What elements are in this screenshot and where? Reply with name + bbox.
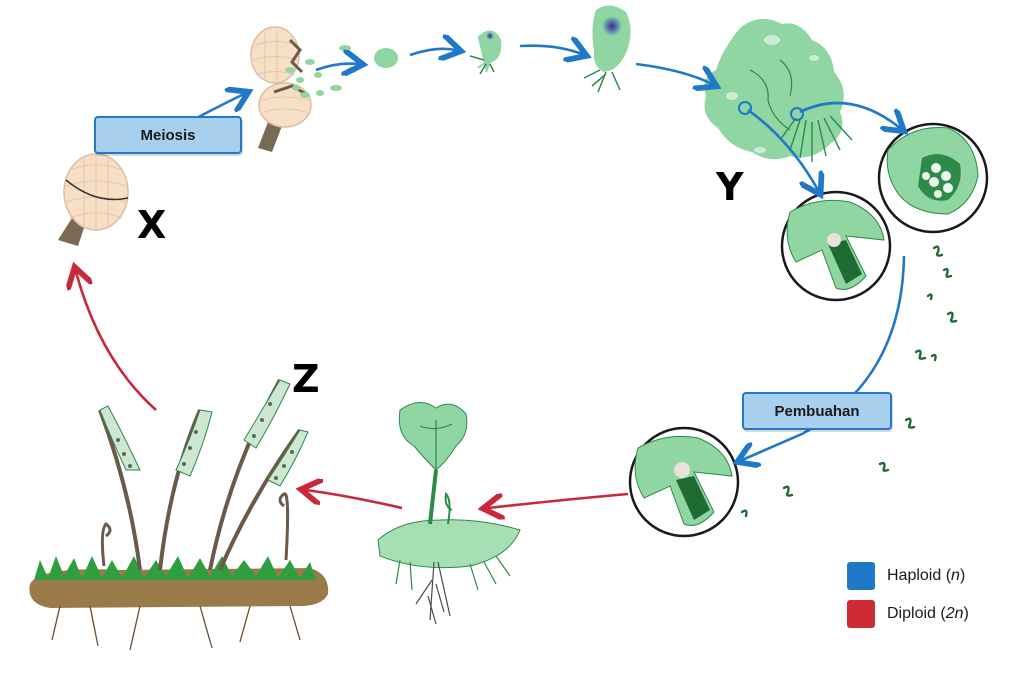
germinating-spore-icon — [469, 30, 502, 75]
label-y: Y — [716, 165, 744, 209]
spore-icon — [374, 48, 398, 68]
fertilization-magnified-icon — [628, 426, 740, 538]
diploid-arrows — [76, 272, 629, 508]
legend-diploid-label: Diploid (2n) — [887, 605, 969, 622]
legend-diploid-text: Diploid — [887, 605, 936, 622]
meiosis-label-text: Meiosis — [140, 126, 196, 144]
mature-sporophyte-icon — [29, 379, 329, 651]
meiosis-label: Meiosis — [94, 116, 242, 154]
mature-gametophyte-icon — [704, 18, 853, 162]
young-sporophyte-icon — [377, 402, 521, 625]
young-prothallus-icon — [583, 5, 631, 93]
legend-haploid-text: Haploid — [887, 567, 942, 584]
legend-diploid-symbol: 2n — [945, 605, 964, 622]
archegonium-magnified-icon — [780, 190, 892, 302]
legend-haploid-label: Haploid (n) — [887, 567, 966, 584]
legend-haploid-symbol: n — [951, 567, 960, 584]
sporangium-closed-icon — [58, 153, 129, 246]
fertilization-label-text: Pembuahan — [774, 402, 860, 420]
label-z: Z — [292, 357, 320, 401]
haploid-swatch — [847, 562, 875, 590]
antheridium-magnified-icon — [877, 122, 989, 234]
diploid-swatch — [847, 600, 875, 628]
fertilization-label: Pembuahan — [742, 392, 892, 430]
sperm-cells-icon — [740, 245, 958, 518]
label-x: X — [137, 203, 167, 247]
legend-haploid: Haploid (n) — [847, 562, 965, 590]
legend-diploid: Diploid (2n) — [847, 600, 969, 628]
sporangium-open-icon — [250, 26, 357, 152]
